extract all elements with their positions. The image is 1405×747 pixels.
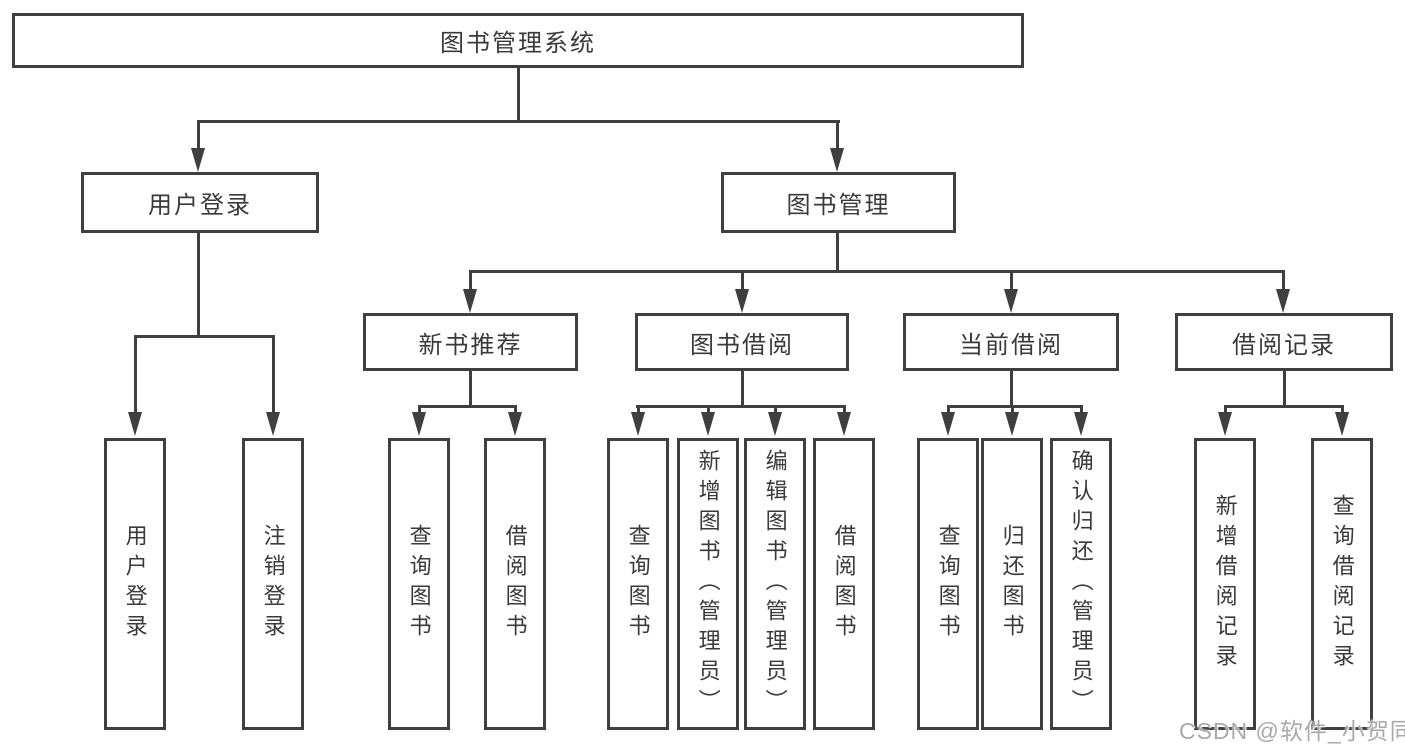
arrow-down-icon [837,412,851,436]
leaf-query-borrow-record: 查询借阅记录 [1311,438,1373,730]
leaf-label: 确认归还（管理员） [1068,449,1094,719]
leaf-add-book-admin: 新增图书（管理员） [677,438,739,730]
csdn-watermark: CSDN @软件_小贺同学 [1179,718,1405,744]
connector-line [196,120,200,150]
arrow-down-icon [1218,412,1232,436]
leaf-add-borrow-record: 新增借阅记录 [1194,438,1256,730]
arrow-down-icon [463,289,477,313]
leaf-logout: 注销登录 [242,438,304,730]
connector-line [835,120,839,150]
arrow-down-icon [266,412,280,436]
leaf-user-login: 用户登录 [104,438,166,730]
connector-line [1282,270,1285,291]
leaf-label: 注销登录 [260,524,286,644]
connector-line [513,405,517,414]
node-label: 图书管理 [786,192,891,219]
arrow-down-icon [701,412,715,436]
leaf-query-books-recommend: 查询图书 [388,438,450,730]
arrow-down-icon [1005,412,1019,436]
connector-line [271,335,275,414]
connector-line [196,120,840,123]
connector-line [1223,405,1344,408]
node-book-management: 图书管理 [721,172,956,233]
leaf-borrow-books-borrowing: 借阅图书 [813,438,875,730]
leaf-label: 查询借阅记录 [1329,494,1355,674]
connector-line [946,405,1082,408]
connector-line [946,405,950,414]
arrow-down-icon [412,412,426,436]
node-borrowing-records: 借阅记录 [1175,313,1393,371]
leaf-return-book: 归还图书 [981,438,1043,730]
connector-line [706,405,710,414]
leaf-query-books-borrowing: 查询图书 [607,438,669,730]
leaf-label: 查询图书 [625,524,651,644]
connector-line [469,270,472,291]
connector-line [469,270,1285,273]
connector-line [133,335,137,414]
connector-line [1009,371,1013,407]
connector-line [1282,371,1286,407]
arrow-down-icon [631,412,645,436]
leaf-label: 查询图书 [406,524,432,644]
connector-line [740,371,744,407]
leaf-label: 用户登录 [122,524,148,644]
leaf-label: 编辑图书（管理员） [762,449,788,719]
connector-line [1079,405,1083,414]
leaf-confirm-return-admin: 确认归还（管理员） [1050,438,1112,730]
connector-line [133,335,275,338]
arrow-down-icon [191,148,205,172]
leaf-label: 借阅图书 [502,524,528,644]
leaf-query-books-current: 查询图书 [917,438,979,730]
node-label: 当前借阅 [959,331,1063,359]
node-root-library-system: 图书管理系统 [12,13,1024,68]
node-book-borrowing: 图书借阅 [635,313,849,371]
leaf-borrow-books-recommend: 借阅图书 [484,438,546,730]
arrow-down-icon [1074,412,1088,436]
connector-line [417,405,517,408]
node-new-book-recommend: 新书推荐 [363,313,578,371]
node-label: 借阅记录 [1232,331,1336,359]
leaf-label: 查询图书 [935,524,961,644]
node-label: 新书推荐 [418,331,523,359]
leaf-label: 借阅图书 [831,524,857,644]
connector-line [773,405,777,414]
leaf-label: 归还图书 [999,524,1025,644]
connector-line [1223,405,1227,414]
node-label: 图书借阅 [690,331,794,359]
arrow-down-icon [941,412,955,436]
connector-line [1009,270,1013,291]
arrow-down-icon [508,412,522,436]
connector-line [835,233,839,272]
connector-line [636,405,845,408]
node-current-borrowing: 当前借阅 [903,313,1119,371]
arrow-down-icon [1276,289,1290,313]
connector-line [196,233,200,337]
node-user-login: 用户登录 [81,172,319,233]
arrow-down-icon [830,148,844,172]
connector-line [842,405,846,414]
connector-line [516,68,520,122]
arrow-down-icon [768,412,782,436]
connector-line [1010,405,1014,414]
arrow-down-icon [1335,412,1349,436]
leaf-label: 新增图书（管理员） [695,449,721,719]
leaf-label: 新增借阅记录 [1212,494,1238,674]
node-label: 图书管理系统 [440,30,596,57]
connector-line [417,405,421,414]
connector-line [740,270,744,291]
arrow-down-icon [735,289,749,313]
leaf-edit-book-admin: 编辑图书（管理员） [744,438,806,730]
connector-line [469,371,472,407]
arrow-down-icon [128,412,142,436]
arrow-down-icon [1004,289,1018,313]
connector-line [636,405,640,414]
node-label: 用户登录 [148,192,252,219]
connector-line [1340,405,1344,414]
